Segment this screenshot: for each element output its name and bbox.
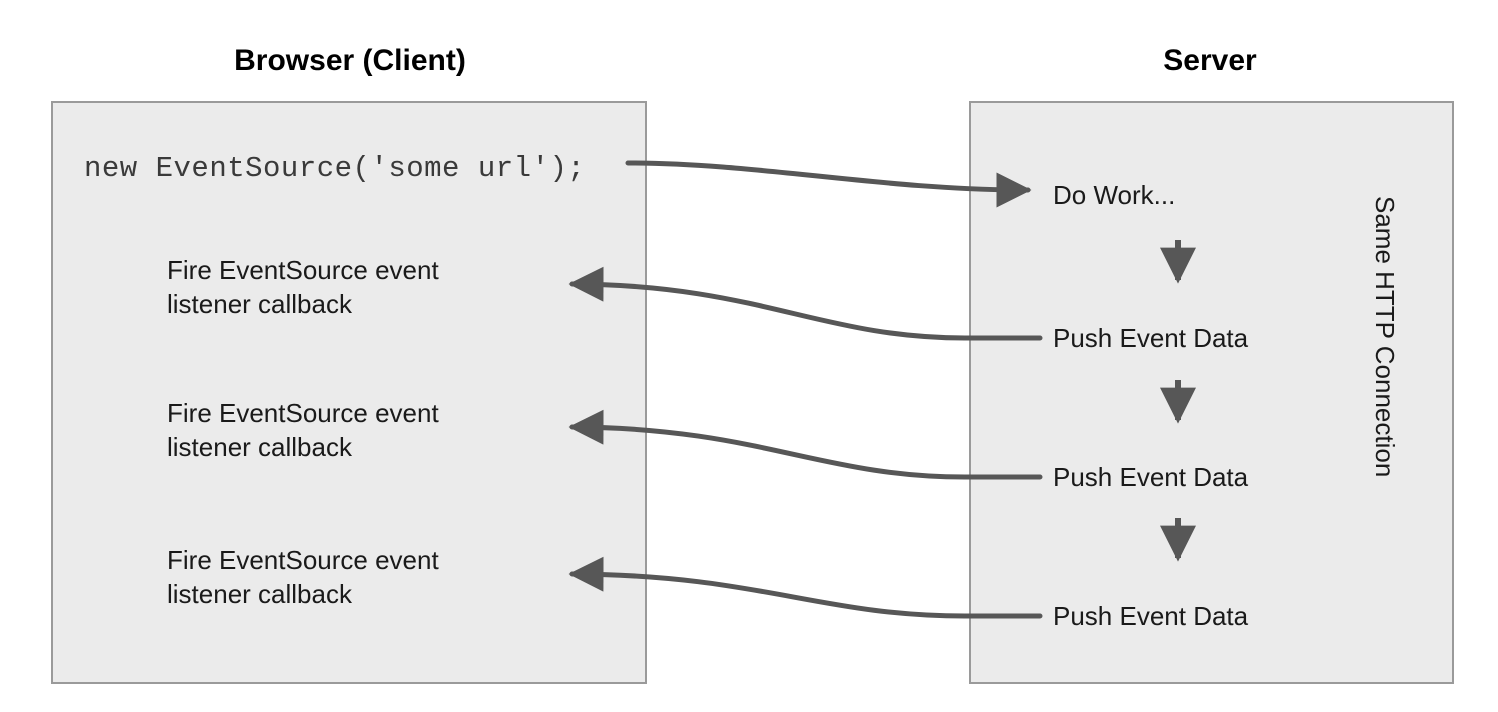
- client-callback-block-3: Fire EventSource event listener callback: [167, 543, 527, 611]
- server-panel-box: [969, 101, 1454, 684]
- client-callback-line-1: Fire EventSource event: [167, 545, 439, 575]
- server-panel-title: Server: [1163, 44, 1257, 77]
- client-callback-line-2: listener callback: [167, 579, 352, 609]
- client-callback-line-2: listener callback: [167, 432, 352, 462]
- server-step-push-event-data-2: Push Event Data: [1053, 462, 1249, 492]
- client-callback-line-2: listener callback: [167, 289, 352, 319]
- server-step-push-event-data-1: Push Event Data: [1053, 323, 1249, 353]
- client-panel-title: Browser (Client): [234, 44, 466, 77]
- eventsource-code-snippet: new EventSource('some url');: [84, 152, 586, 185]
- client-callback-line-1: Fire EventSource event: [167, 255, 439, 285]
- client-callback-block-2: Fire EventSource event listener callback: [167, 396, 527, 464]
- same-http-connection-label: Same HTTP Connection: [1370, 196, 1400, 478]
- client-callback-line-1: Fire EventSource event: [167, 398, 439, 428]
- arrow-open-connection: [625, 160, 1032, 208]
- server-step-push-event-data-3: Push Event Data: [1053, 601, 1249, 631]
- client-callback-block-1: Fire EventSource event listener callback: [167, 253, 527, 321]
- client-panel-box: [51, 101, 647, 684]
- server-step-do-work: Do Work...: [1053, 180, 1176, 210]
